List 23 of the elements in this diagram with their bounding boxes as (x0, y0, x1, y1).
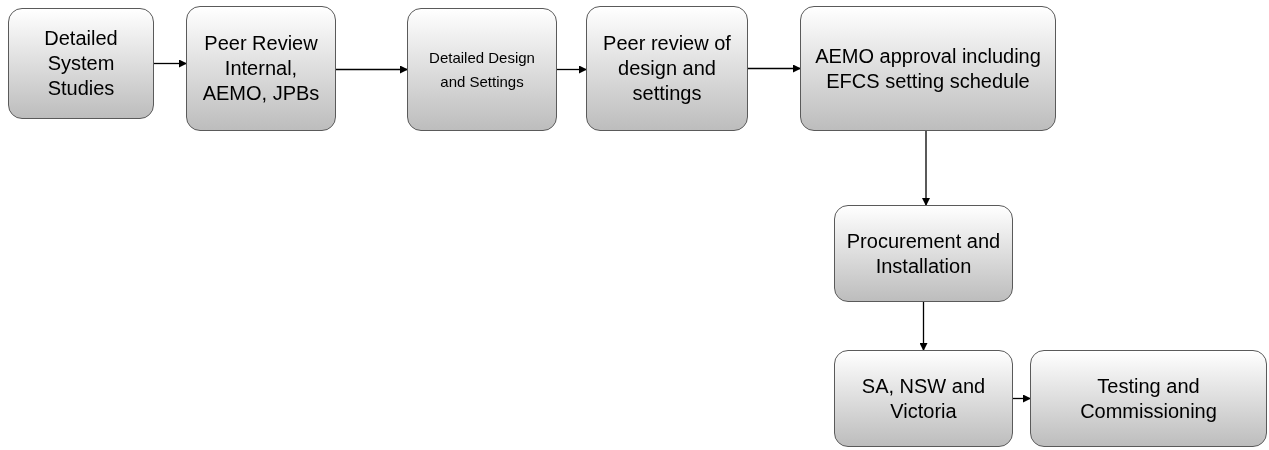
arrow (556, 65, 587, 74)
box-label: Procurement and Installation (845, 228, 1002, 279)
box-label: Detailed Design and Settings (428, 47, 536, 92)
arrow (153, 59, 187, 68)
box-label: Peer Review Internal, AEMO, JPBs (201, 31, 321, 106)
box-label: Peer review of design and settings (602, 31, 732, 106)
process-box (834, 350, 1013, 447)
arrow (919, 301, 928, 351)
box-label: SA, NSW and Victoria (860, 373, 987, 424)
arrow (747, 64, 801, 73)
process-box (834, 205, 1013, 302)
arrow (1012, 394, 1031, 403)
process-box (1030, 350, 1267, 447)
process-box (407, 8, 557, 131)
arrow (335, 65, 408, 74)
box-label: AEMO approval including EFCS setting schedule (814, 43, 1042, 94)
process-box (186, 6, 336, 131)
process-box (8, 8, 154, 119)
box-label: Testing and Commissioning (1079, 373, 1218, 424)
arrow (922, 130, 930, 206)
process-box (800, 6, 1056, 131)
process-box (586, 6, 748, 131)
box-label: Detailed System Studies (43, 26, 119, 101)
